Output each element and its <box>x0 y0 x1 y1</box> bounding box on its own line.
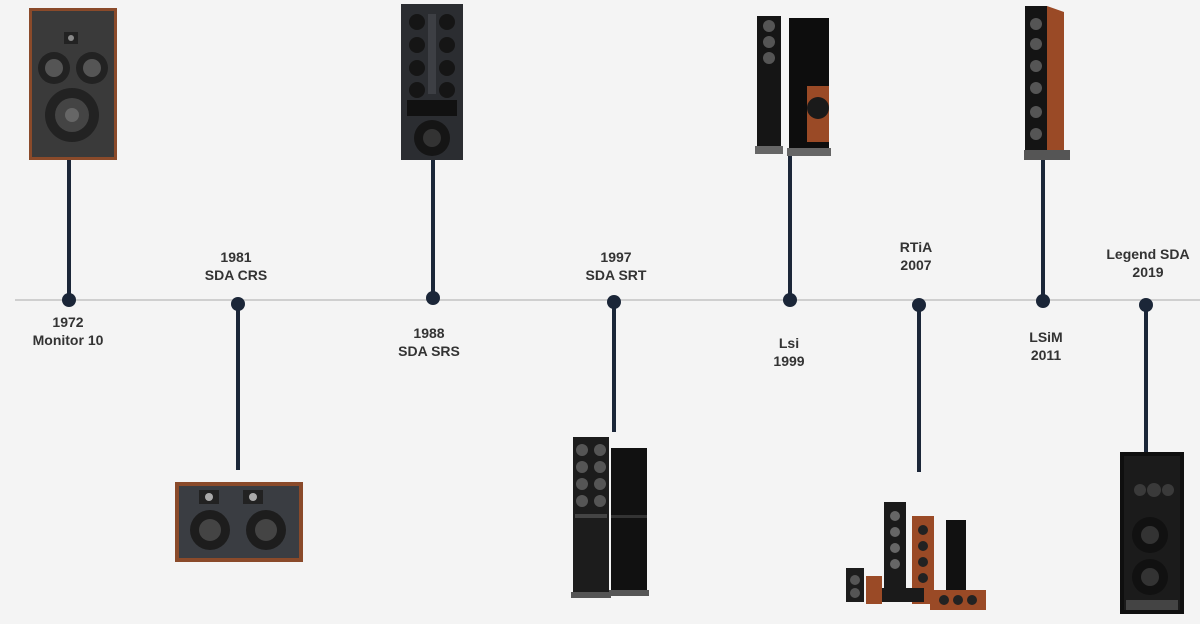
label-sda-srs: 1988 SDA SRS <box>349 324 509 360</box>
label-sda-crs: 1981 SDA CRS <box>156 248 316 284</box>
speaker-lsim <box>1024 6 1070 160</box>
label-line1: 1997 <box>600 249 632 265</box>
dot-lsim <box>1036 294 1050 308</box>
label-line1: LSiM <box>1029 329 1063 345</box>
speaker-lsi <box>755 16 831 156</box>
speaker-legend-sda <box>1120 452 1184 614</box>
label-line2: Monitor 10 <box>32 332 104 348</box>
speaker-monitor-10 <box>29 8 117 160</box>
speaker-rtia <box>846 502 986 610</box>
label-line1: 1972 <box>52 314 84 330</box>
label-rtia: RTiA 2007 <box>836 238 996 274</box>
dot-legend-sda <box>1139 298 1153 312</box>
label-line2: 1999 <box>773 353 805 369</box>
label-line2: 2007 <box>900 257 932 273</box>
speaker-sda-crs <box>175 482 303 562</box>
speaker-sda-srt <box>571 437 649 598</box>
label-line1: Lsi <box>778 335 800 351</box>
label-line2: 2019 <box>1132 264 1164 280</box>
label-line2: SDA SRS <box>398 343 460 359</box>
label-lsi: Lsi 1999 <box>709 334 869 370</box>
dot-rtia <box>912 298 926 312</box>
label-legend-sda: Legend SDA 2019 <box>1068 245 1200 281</box>
dot-monitor-10 <box>62 293 76 307</box>
dot-sda-srt <box>607 295 621 309</box>
label-monitor-10: 1972 Monitor 10 <box>0 313 148 349</box>
label-line1: 1981 <box>220 249 252 265</box>
label-line2: 2011 <box>1030 347 1062 363</box>
label-line2: SDA CRS <box>204 267 268 283</box>
label-lsim: LSiM 2011 <box>966 328 1126 364</box>
label-line1: RTiA <box>899 239 933 255</box>
speaker-sda-srs <box>401 4 463 160</box>
label-sda-srt: 1997 SDA SRT <box>536 248 696 284</box>
label-line1: 1988 <box>413 325 445 341</box>
dot-lsi <box>783 293 797 307</box>
label-line1: Legend SDA <box>1106 246 1190 262</box>
dot-sda-crs <box>231 297 245 311</box>
label-line2: SDA SRT <box>585 267 647 283</box>
dot-sda-srs <box>426 291 440 305</box>
